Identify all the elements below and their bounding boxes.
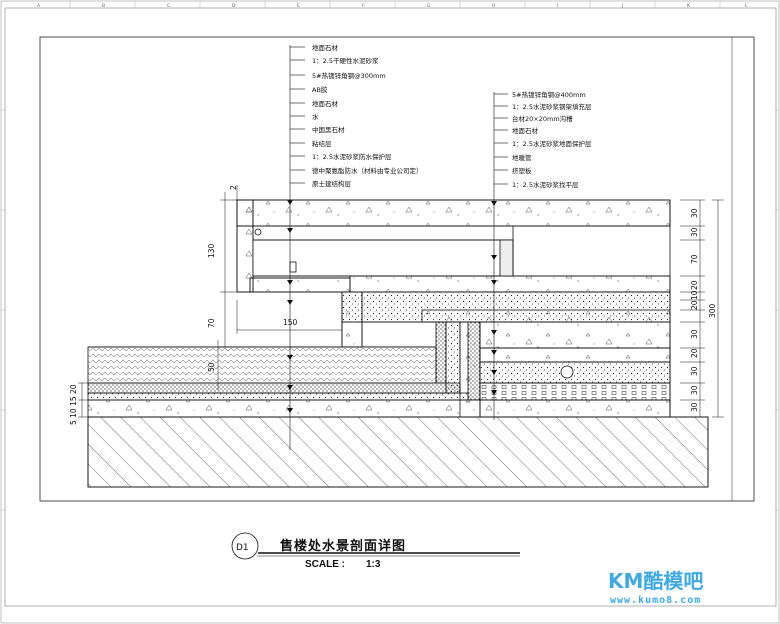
- drawing-tag: D1: [236, 543, 249, 553]
- floor-levelling-layer: [479, 399, 671, 418]
- dim-130: 130: [207, 243, 216, 258]
- dim-70: 70: [207, 318, 216, 328]
- label-right-3: 台材20×20mm沟槽: [512, 114, 573, 123]
- drawing-frame: [39, 36, 755, 502]
- scale-value: 1:3: [366, 559, 381, 570]
- watermark-brand: KM酷模吧: [608, 569, 703, 593]
- label-left-4: AB胶: [312, 85, 328, 94]
- label-left-9: 1：2.5水泥砂浆防水保护层: [312, 152, 392, 161]
- dim-top-small: 2: [229, 185, 238, 190]
- labels-left: 地面石材 1：2.5干硬性水泥砂浆 5#热镀锌角钢@300mm AB胶 地面石材…: [312, 43, 423, 188]
- tick-c: C: [167, 3, 170, 9]
- dim-bottom-left: 5 10 15 20: [69, 384, 78, 425]
- tick-g: G: [427, 3, 431, 9]
- pool-stone-layer: [87, 382, 461, 394]
- dim-r30-e: 30: [690, 385, 699, 395]
- tick-i: I: [557, 3, 558, 9]
- label-left-3: 5#热镀锌角钢@300mm: [312, 71, 386, 80]
- label-left-7: 中国黑石材: [312, 125, 345, 134]
- label-right-8: 1：2.5水泥砂浆找平层: [512, 180, 579, 189]
- label-left-11: 原土建结构层: [312, 179, 352, 188]
- border-frame: [4, 7, 777, 607]
- top-stone-layer: [236, 199, 671, 227]
- watermark-url: www.kumo8.com: [610, 595, 701, 606]
- tick-f: F: [362, 3, 365, 9]
- floor-stone-right: [479, 321, 671, 349]
- dim-r30-d: 30: [690, 366, 699, 376]
- border-ticks: A B C D E F G H I J K L: [1, 1, 779, 511]
- section-drawing: [87, 199, 709, 488]
- label-right-6: 地暖管: [512, 153, 532, 162]
- leader-arrows: [287, 200, 497, 413]
- label-left-10: 德中聚氨酯防水（材料由专业公司定）: [312, 166, 423, 175]
- dim-r20-c: 20: [690, 348, 699, 358]
- heating-pipe: [560, 365, 574, 379]
- labels-right: 5#热镀锌角钢@400mm 1：2.5水泥砂浆钢架填充层 台材20×20mm沟槽…: [512, 90, 592, 189]
- dim-r20-a: 20: [690, 280, 699, 290]
- water-layer: [87, 346, 437, 384]
- label-left-2: 1：2.5干硬性水泥砂浆: [312, 56, 379, 65]
- dimension-texts: 2 130 70 50 5 10 15 20 150 30 30 70 20 1…: [69, 185, 717, 425]
- watermark: KM酷模吧 www.kumo8.com: [608, 569, 703, 606]
- dim-r30-f: 30: [690, 402, 699, 412]
- insulation-board: [479, 382, 671, 401]
- tick-e: E: [297, 3, 300, 9]
- label-left-6: 水: [312, 112, 319, 121]
- tick-h: H: [492, 3, 495, 9]
- pool-waterproof-layer: [87, 392, 469, 401]
- tick-b: B: [102, 3, 105, 9]
- structure-layer: [87, 416, 709, 488]
- tick-k: K: [687, 3, 691, 9]
- dim-50: 50: [207, 362, 216, 372]
- label-left-5: 地面石材: [312, 99, 339, 108]
- drawing-tag-circle: [231, 532, 259, 560]
- tick-d: D: [232, 3, 236, 9]
- tick-a: A: [37, 3, 41, 9]
- tick-j: J: [621, 3, 623, 9]
- label-left-1: 地面石材: [312, 43, 339, 52]
- pool-base-screed: [87, 399, 481, 418]
- dim-r30-c: 30: [690, 329, 699, 339]
- label-right-7: 挤塑板: [512, 166, 532, 175]
- label-right-5: 1：2.5水泥砂浆地面保护层: [512, 139, 592, 148]
- label-left-8: 粘结层: [312, 139, 332, 148]
- label-right-1: 5#热镀锌角钢@400mm: [512, 90, 586, 99]
- dim-r20-b: 20: [690, 300, 699, 310]
- title-block: D1 售楼处水景剖面详图 SCALE : 1:3: [231, 532, 520, 570]
- dim-total-300: 300: [708, 303, 717, 318]
- drawing-title: 售楼处水景剖面详图: [280, 538, 406, 554]
- dim-r30-a: 30: [690, 208, 699, 218]
- dim-r30-b: 30: [690, 227, 699, 237]
- floor-protect-layer: [479, 347, 671, 363]
- heating-pipe-layer: [479, 361, 671, 384]
- label-right-2: 1：2.5水泥砂浆钢架填充层: [512, 102, 592, 111]
- dim-r70: 70: [690, 254, 699, 264]
- tick-l: L: [745, 3, 748, 9]
- dimension-lines: [78, 185, 724, 418]
- dim-150: 150: [283, 318, 298, 327]
- scale-label: SCALE :: [305, 559, 345, 570]
- dim-r10: 10: [690, 290, 699, 300]
- label-right-4: 地面石材: [512, 126, 539, 135]
